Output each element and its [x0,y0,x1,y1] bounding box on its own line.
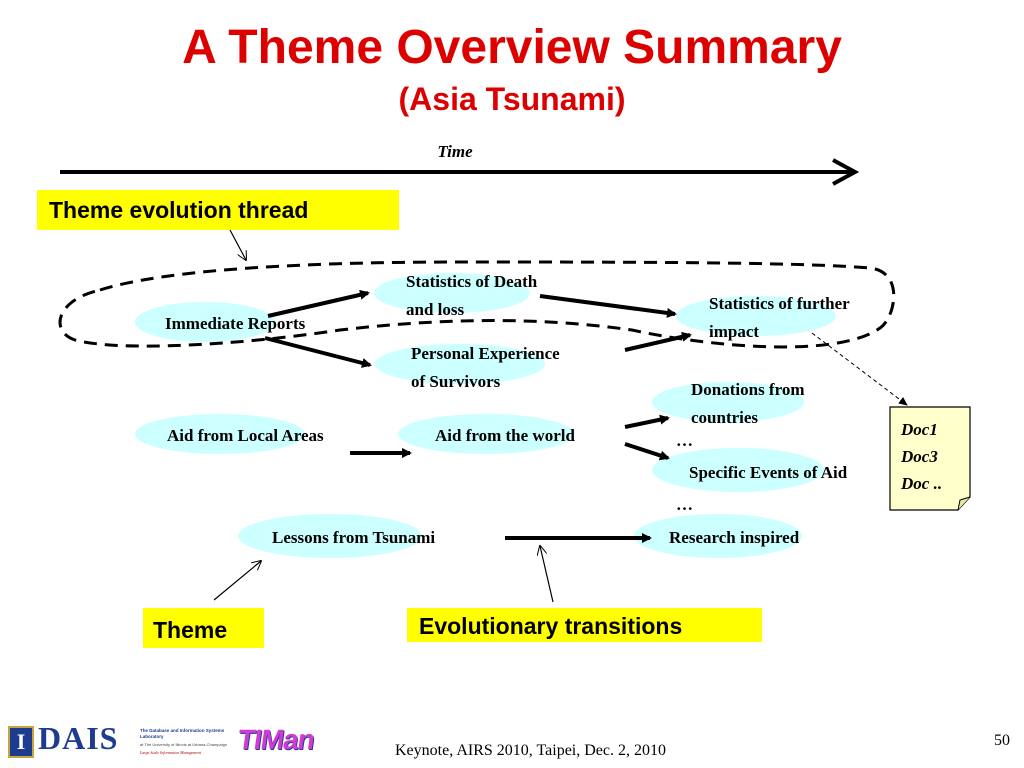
node-further-impact-line1: Statistics of further [709,294,850,313]
dais-logo-word: DAIS [38,720,119,756]
doc-note-line2: Doc3 [901,447,938,466]
time-axis-arrow [60,158,860,186]
dais-logo: I DAIS The Database and Information Syst… [8,720,233,762]
pointer-doc-note [811,332,908,406]
pointer-transitions-callout [540,546,554,603]
callout-evolutionary-transitions: Evolutionary transitions [407,608,762,642]
arrow-world-to-donations [624,414,670,429]
node-donations-line1: Donations from [691,380,805,399]
node-donations-line2: countries [691,408,759,427]
ellipsis-upper: … [676,431,693,450]
slide-title: A Theme Overview Summary [182,21,842,74]
arrow-immediate-to-statistics [267,289,370,318]
node-aid-world: Aid from the world [435,426,575,445]
node-personal-experience-line1: Personal Experience [411,344,560,363]
arrow-personal-to-further [624,331,692,352]
doc-note-line3: Doc .. [901,474,943,493]
node-immediate-reports: Immediate Reports [165,314,306,333]
theme-thread-dashed-loop [58,260,896,349]
node-ellipse-research [634,514,802,558]
footer-caption: Keynote, AIRS 2010, Taipei, Dec. 2, 2010 [395,742,666,759]
node-ellipse-further-impact [676,296,836,336]
node-specific-events: Specific Events of Aid [689,463,848,482]
callout-theme-text: Theme [153,617,228,643]
doc-note-line1: Doc1 [901,420,938,439]
node-ellipse-specific-events [652,448,824,492]
callout-theme-evolution-thread-text: Theme evolution thread [49,197,309,223]
ellipsis-lower: … [676,495,693,514]
node-ellipse-aid-local [135,414,305,454]
pointer-theme-callout [213,561,261,601]
dais-logo-sub: at The University of Illinois at Urbana-… [140,742,228,747]
callout-theme-evolution-thread: Theme evolution thread [37,190,399,230]
node-research: Research inspired [669,528,800,547]
dais-logo-mark: I [8,726,34,758]
node-lessons: Lessons from Tsunami [272,528,436,547]
page-number: 50 [994,732,1010,749]
arrow-immediate-to-personal [264,336,372,368]
dais-logo-sub2: Large Scale Information Management [140,750,202,755]
dais-logo-lab: The Database and Information Systems Lab… [140,728,225,739]
pointer-thread-callout [229,229,246,260]
node-ellipse-personal-experience [375,344,545,384]
slide-subtitle: (Asia Tsunami) [398,81,626,117]
node-ellipse-statistics-death [374,273,530,313]
arrow-world-to-specific-events [624,442,670,461]
arrow-statistics-to-further [539,294,677,318]
callout-theme: Theme [143,608,264,648]
node-personal-experience-line2: of Survivors [411,372,501,391]
node-ellipse-donations [652,382,804,422]
timan-logo: TIMan [235,724,317,755]
node-ellipse-immediate-reports [135,302,275,342]
node-further-impact-line2: impact [709,322,760,341]
time-axis-label: Time [437,142,473,161]
callout-evolutionary-transitions-text: Evolutionary transitions [419,613,683,639]
node-ellipse-aid-world [398,414,574,454]
node-statistics-death-line2: and loss [406,300,465,319]
node-aid-local: Aid from Local Areas [167,426,324,445]
node-ellipse-lessons [238,514,422,558]
node-statistics-death-line1: Statistics of Death [406,272,538,291]
